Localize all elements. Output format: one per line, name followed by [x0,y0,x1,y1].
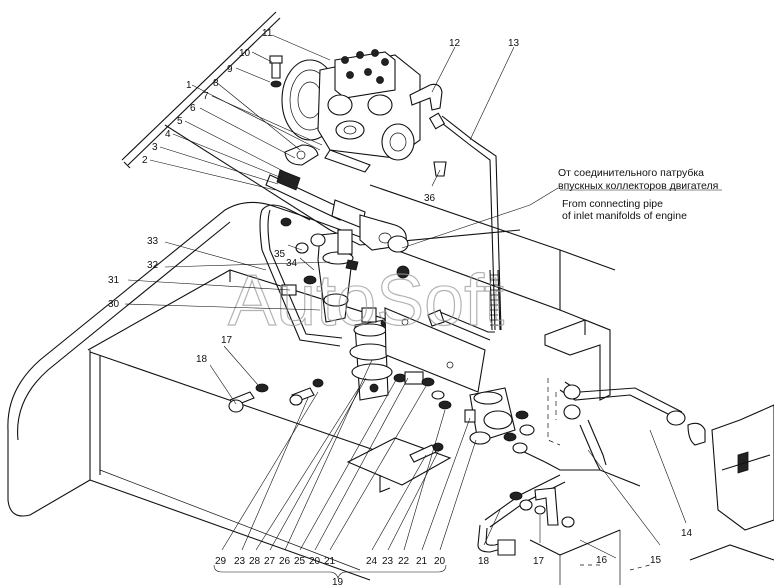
annotation-en-line2: of inlet manifolds of engine [562,210,687,222]
callout-15: 15 [650,555,662,566]
callout-13: 13 [508,38,520,49]
corrugated-hose [489,269,501,331]
callout-2: 2 [142,155,148,166]
compressor-head-bolts [341,49,389,84]
callout-26: 26 [279,556,291,567]
callout-9: 9 [227,64,233,75]
callout-8: 8 [213,78,219,89]
callout-28: 28 [249,556,261,567]
callout-29: 29 [215,556,227,567]
leader-lines [124,34,722,579]
callout-12: 12 [449,38,461,49]
callout-19: 19 [332,577,344,588]
fittings-and-valves [228,161,706,556]
annotation-ru-line1: От соединительного патрубка [558,167,704,179]
callout-10: 10 [239,48,251,59]
callout-14: 14 [681,528,693,539]
callout-23-b: 23 [382,556,394,567]
inlet-manifold-annotation: От соединительного патрубка впускных кол… [558,167,718,222]
callout-1: 1 [186,80,192,91]
callout-21-b: 21 [416,556,428,567]
callout-25: 25 [294,556,306,567]
watermark: AutoSoft [228,261,504,341]
callout-23-a: 23 [234,556,246,567]
callout-4: 4 [165,129,171,140]
callout-31: 31 [108,275,120,286]
fitting-row [393,371,452,463]
callout-17-right: 17 [533,556,545,567]
callout-7: 7 [203,91,209,102]
callout-16: 16 [596,555,608,566]
callout-20-a: 20 [309,556,321,567]
callout-3: 3 [152,142,158,153]
callout-27: 27 [264,556,276,567]
callout-21-a: 21 [324,556,336,567]
callout-33: 33 [147,236,159,247]
callout-18-right: 18 [478,556,490,567]
callout-6: 6 [190,103,196,114]
callout-32: 32 [147,260,159,271]
callout-numbers: 11 10 9 12 13 1 8 7 6 5 4 3 2 36 33 32 3… [108,28,693,588]
callout-11: 11 [262,28,273,39]
callout-17-left: 17 [221,335,233,346]
annotation-en-line1: From connecting pipe [562,198,663,210]
callout-18-left: 18 [196,354,208,365]
callout-30: 30 [108,299,120,310]
callout-22: 22 [398,556,410,567]
air-compressor [269,49,443,173]
annotation-ru-line2: впускных коллекторов двигателя [558,180,718,192]
callout-5: 5 [177,116,183,127]
callout-34: 34 [286,258,298,269]
callout-20-b: 20 [434,556,446,567]
callout-35: 35 [274,249,286,260]
callout-36: 36 [424,193,436,204]
callout-24: 24 [366,556,378,567]
frame-outline [7,11,774,585]
